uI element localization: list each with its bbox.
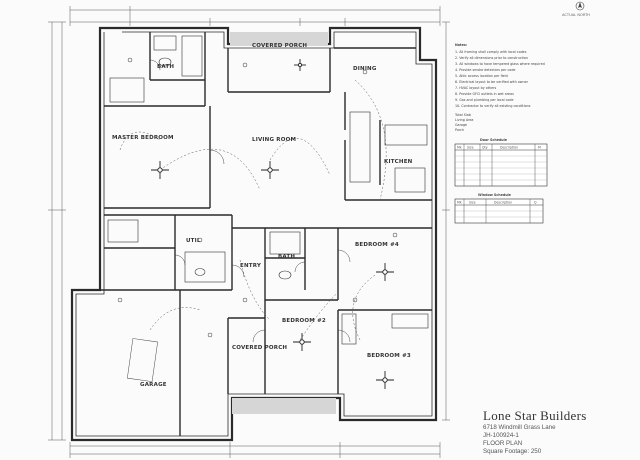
window-schedule-table: Window Schedule Mk Size Description Q xyxy=(454,193,544,224)
room-label-kitchen: KITCHEN xyxy=(384,159,413,165)
light-fixture-icons xyxy=(117,57,398,338)
svg-text:Notes:: Notes: xyxy=(455,43,467,47)
electrical-runs xyxy=(119,79,387,341)
room-label-master-bath: BATH xyxy=(157,64,174,70)
exterior-walls-inner xyxy=(75,31,433,437)
bottom-dimensions xyxy=(69,442,441,458)
fixtures xyxy=(107,35,429,345)
notes-block: Notes: 1. All framing shall comply with … xyxy=(454,43,545,132)
room-label-bedroom-4: BEDROOM #4 xyxy=(355,242,399,248)
svg-text:Q: Q xyxy=(534,201,537,205)
room-label-dining: DINING xyxy=(353,66,377,72)
svg-text:4. Provide smoke detectors per: 4. Provide smoke detectors per code xyxy=(455,68,515,72)
svg-text:8. Provide GFCI outlets in wet: 8. Provide GFCI outlets in wet areas xyxy=(455,92,514,96)
svg-text:7. HVAC layout by others: 7. HVAC layout by others xyxy=(455,86,496,90)
svg-text:Size: Size xyxy=(467,146,474,150)
room-label-utility: UTIL xyxy=(186,238,201,244)
svg-text:Door Schedule: Door Schedule xyxy=(480,138,508,142)
svg-text:Description: Description xyxy=(494,201,512,205)
company-name: Lone Star Builders xyxy=(483,408,587,423)
svg-text:Description: Description xyxy=(500,146,518,150)
ceiling-fan-icons xyxy=(151,59,394,389)
svg-text:3. All windows to have tempere: 3. All windows to have tempered glass wh… xyxy=(455,62,545,66)
project-address: 6718 Windmill Grass Lane xyxy=(483,424,556,431)
svg-text:Living Area: Living Area xyxy=(455,118,473,122)
svg-text:5. Attic access location per f: 5. Attic access location per field xyxy=(455,74,508,78)
svg-text:Qty: Qty xyxy=(482,146,488,150)
svg-text:Total Slab: Total Slab xyxy=(454,113,471,117)
room-label-garage: GARAGE xyxy=(140,382,167,388)
room-label-bath-2: BATH xyxy=(278,254,295,260)
top-dimensions xyxy=(69,6,441,26)
svg-text:Porch: Porch xyxy=(455,128,464,132)
compass-label: ACTUAL NORTH xyxy=(562,13,590,17)
svg-text:Garage: Garage xyxy=(455,123,467,127)
svg-text:Window Schedule: Window Schedule xyxy=(478,193,512,197)
svg-text:1. All framing shall comply wi: 1. All framing shall comply with local c… xyxy=(455,50,527,54)
sheet-name: FLOOR PLAN xyxy=(483,440,523,447)
exterior-walls xyxy=(70,26,438,442)
room-label-bedroom-3: BEDROOM #3 xyxy=(367,353,411,359)
rear-porch-hatch xyxy=(230,32,328,46)
svg-text:10. Contractor to verify all e: 10. Contractor to verify all existing co… xyxy=(455,104,531,108)
title-block: Lone Star Builders 6718 Windmill Grass L… xyxy=(483,408,633,456)
square-footage: Square Footage: 250 xyxy=(483,448,542,455)
room-label-living-room: LIVING ROOM xyxy=(252,137,296,143)
left-dimensions xyxy=(48,21,66,441)
north-arrow-icon xyxy=(575,1,585,11)
room-label-entry: ENTRY xyxy=(240,263,262,269)
room-label-covered-porch-rear: COVERED PORCH xyxy=(252,43,307,49)
garage-vehicle-outline xyxy=(127,338,158,382)
svg-text:M: M xyxy=(538,146,541,150)
svg-text:6. Electrical layout to be ver: 6. Electrical layout to be verified with… xyxy=(455,80,529,84)
room-label-master-bedroom: MASTER BEDROOM xyxy=(112,135,174,141)
job-number: JH-100924-1 xyxy=(483,432,519,439)
interior-walls xyxy=(76,32,432,436)
svg-text:Mk: Mk xyxy=(457,201,462,205)
right-dimensions xyxy=(442,21,450,421)
svg-text:2. Verify all dimensions prior: 2. Verify all dimensions prior to constr… xyxy=(455,56,528,60)
room-label-covered-porch-front: COVERED PORCH xyxy=(232,345,287,351)
front-porch-hatch xyxy=(232,398,336,414)
svg-text:Size: Size xyxy=(469,201,476,205)
svg-text:9. Gas and plumbing per local: 9. Gas and plumbing per local code xyxy=(455,98,514,102)
svg-text:Mk: Mk xyxy=(457,146,462,150)
room-label-bedroom-2: BEDROOM #2 xyxy=(282,318,326,324)
door-schedule-table: Door Schedule Mk Size Qty Description M xyxy=(454,138,548,187)
door-swings xyxy=(149,59,351,343)
